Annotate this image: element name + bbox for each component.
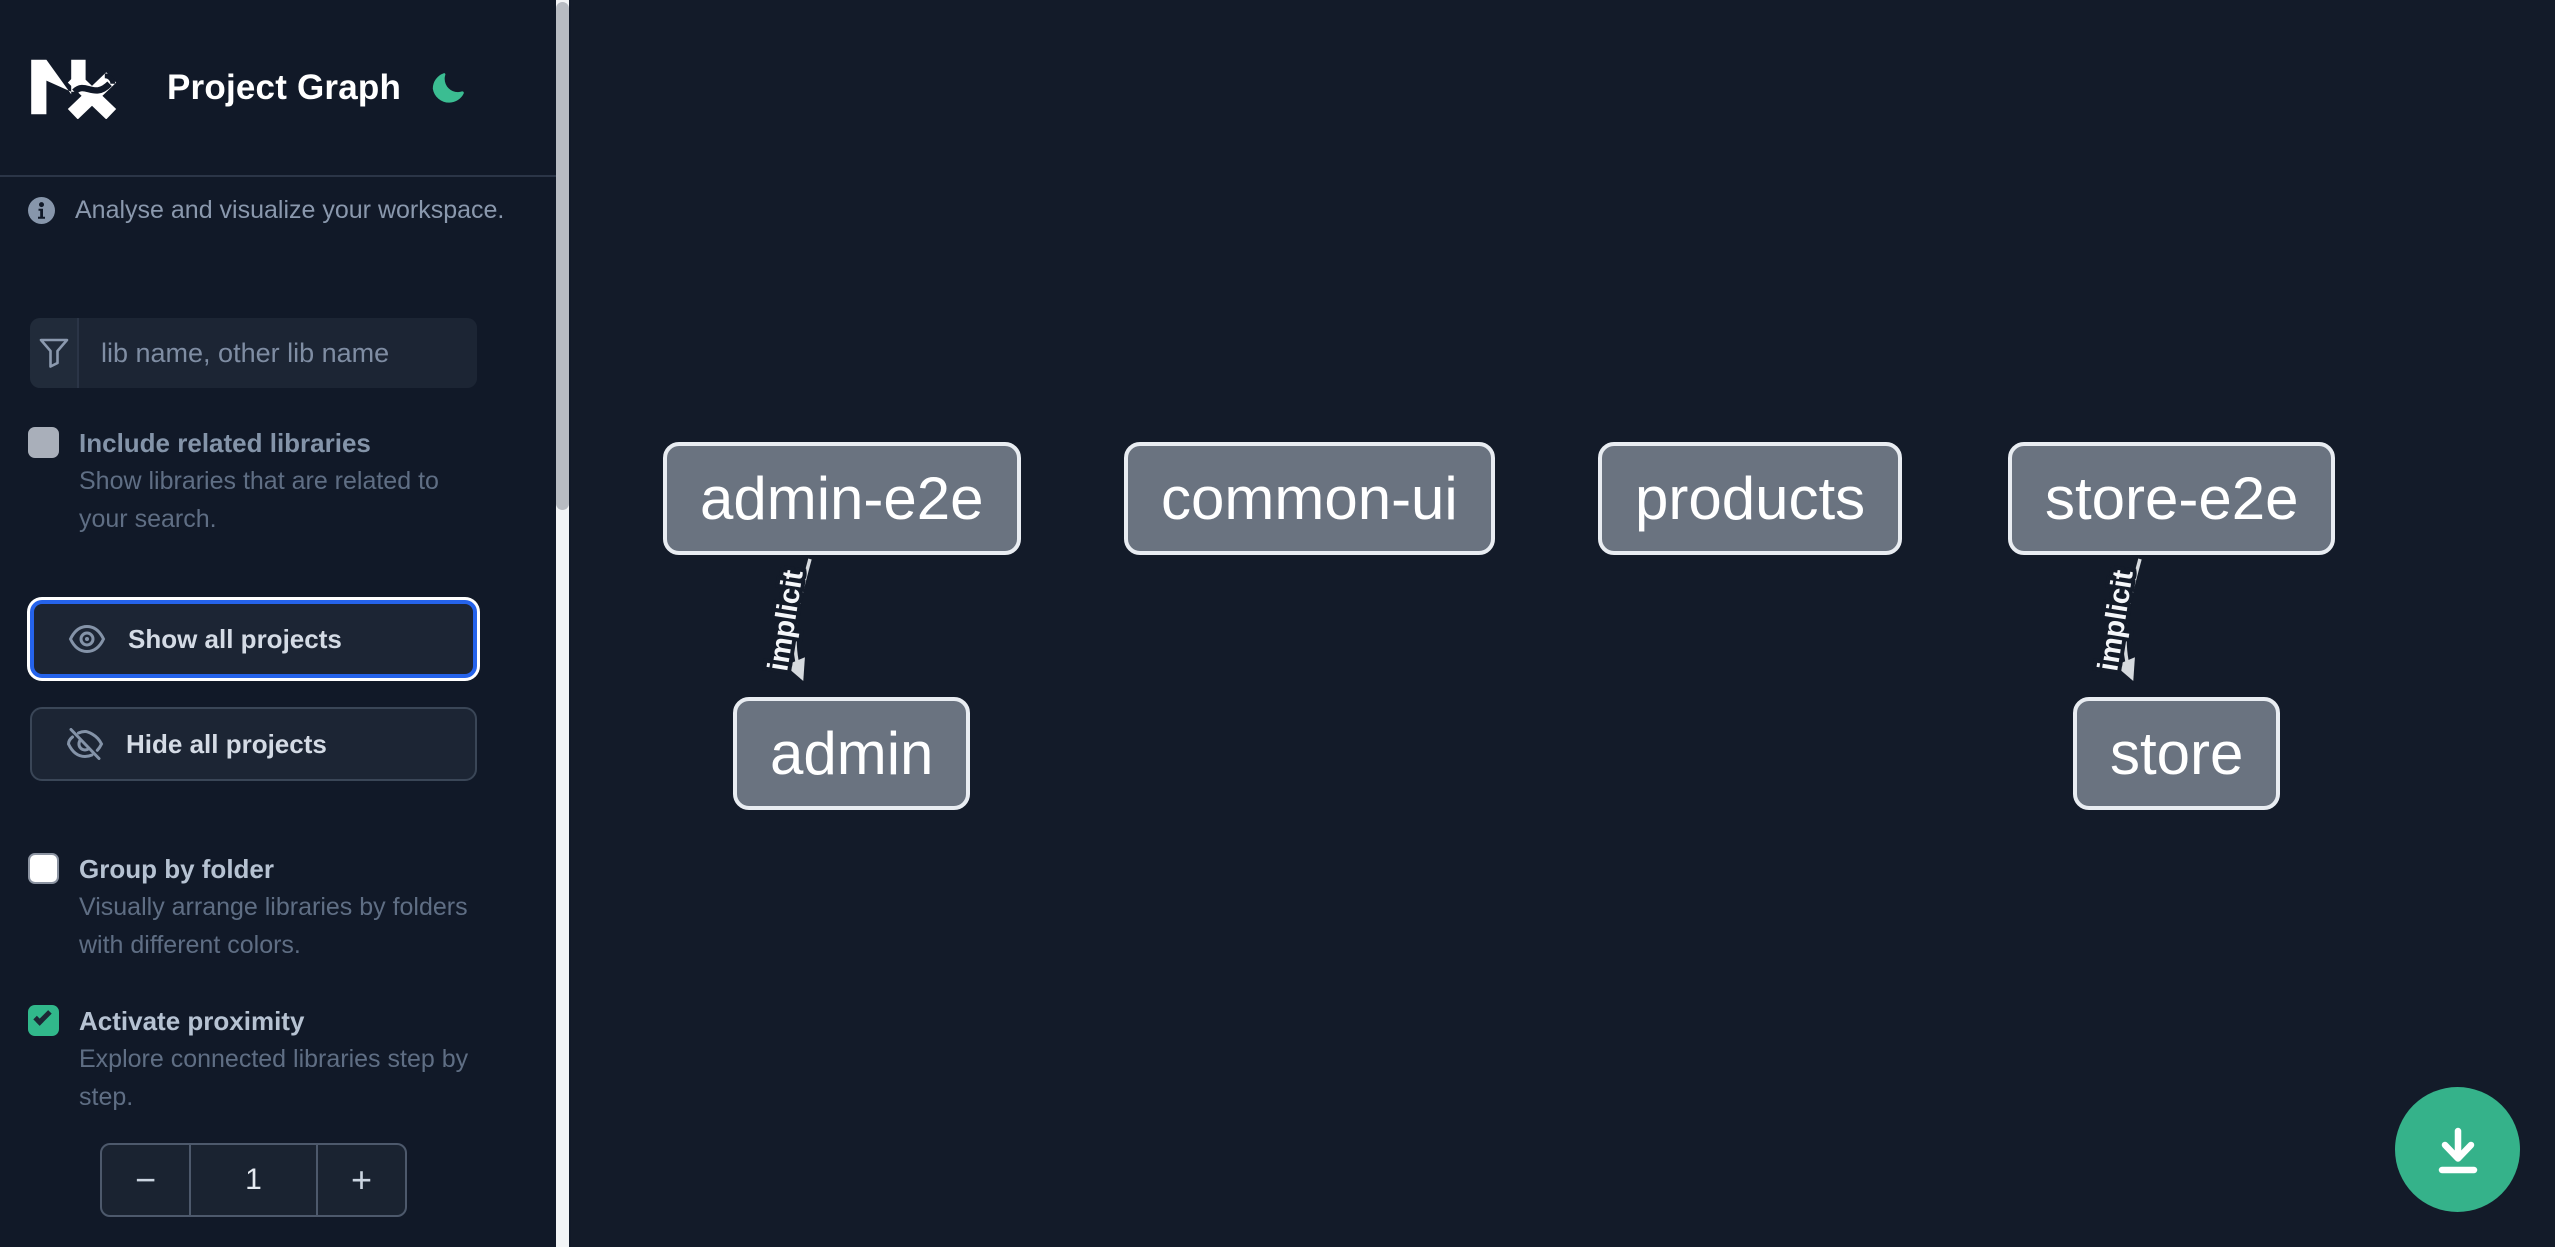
increment-button[interactable]: + (316, 1145, 405, 1215)
include-related-checkbox[interactable] (28, 427, 59, 458)
activate-proximity-option: Activate proximity Explore connected lib… (28, 1002, 481, 1116)
node-label: common-ui (1161, 465, 1458, 532)
activate-proximity-checkbox[interactable] (28, 1005, 59, 1036)
project-node-store-e2e[interactable]: store-e2e (2008, 442, 2336, 555)
eye-icon (68, 624, 106, 654)
group-by-folder-label: Group by folder (79, 854, 274, 884)
edge-store-e2e-store (2115, 558, 2142, 682)
activate-proximity-text: Activate proximity Explore connected lib… (79, 1002, 481, 1116)
sidebar-scrollbar-thumb[interactable] (556, 2, 569, 510)
project-node-common-ui[interactable]: common-ui (1124, 442, 1495, 555)
node-label: products (1635, 465, 1866, 532)
show-all-projects-label: Show all projects (128, 623, 342, 654)
include-related-option: Include related libraries Show libraries… (28, 424, 481, 538)
edge-label-implicit: implicit (2092, 568, 2140, 674)
sidebar-header: Project Graph (0, 0, 557, 177)
page-title: Project Graph (167, 68, 402, 107)
edge-label-implicit: implicit (762, 568, 810, 674)
edge-admin-e2e-admin (785, 558, 812, 682)
hide-all-projects-label: Hide all projects (126, 728, 327, 759)
filter-icon-cell (30, 318, 79, 388)
info-icon (28, 197, 55, 224)
node-label: admin (770, 720, 934, 787)
hide-all-projects-button[interactable]: Hide all projects (30, 707, 477, 781)
project-node-admin-e2e[interactable]: admin-e2e (663, 442, 1021, 555)
graph-canvas[interactable]: implicit implicit admin-e2e common-ui pr… (571, 0, 2555, 1247)
include-related-label: Include related libraries (79, 428, 371, 458)
sidebar: Project Graph Analyse and visualize your… (0, 0, 571, 1247)
group-by-folder-text: Group by folder Visually arrange librari… (79, 850, 481, 964)
eye-slash-icon (66, 728, 104, 760)
project-node-products[interactable]: products (1598, 442, 1903, 555)
download-icon (2438, 1127, 2477, 1173)
show-all-projects-button[interactable]: Show all projects (30, 600, 477, 678)
node-label: store-e2e (2045, 465, 2299, 532)
node-label: admin-e2e (700, 465, 984, 532)
theme-toggle-button[interactable] (428, 68, 468, 108)
project-node-store[interactable]: store (2073, 697, 2281, 810)
proximity-depth-value[interactable]: 1 (245, 1163, 262, 1196)
decrement-button[interactable]: − (102, 1145, 191, 1215)
activate-proximity-description: Explore connected libraries step by step… (79, 1045, 469, 1111)
workspace-intro: Analyse and visualize your workspace. (28, 196, 504, 225)
nx-logo-icon (31, 59, 117, 119)
funnel-icon (39, 338, 68, 368)
node-label: store (2110, 720, 2244, 787)
filter-box (30, 318, 477, 388)
checkmark-icon (33, 1007, 52, 1026)
include-related-text: Include related libraries Show libraries… (79, 424, 481, 538)
group-by-folder-option: Group by folder Visually arrange librari… (28, 850, 481, 964)
intro-text: Analyse and visualize your workspace. (75, 196, 505, 224)
proximity-depth-stepper: − 1 + (100, 1143, 407, 1217)
group-by-folder-description: Visually arrange libraries by folders wi… (79, 893, 468, 959)
moon-icon (432, 73, 464, 103)
include-related-description: Show libraries that are related to your … (79, 467, 439, 533)
activate-proximity-label: Activate proximity (79, 1006, 305, 1036)
filter-input[interactable] (79, 318, 477, 388)
graph-edges-layer: implicit implicit (758, 558, 2144, 682)
project-node-admin[interactable]: admin (733, 697, 971, 810)
group-by-folder-checkbox[interactable] (28, 853, 59, 884)
download-graph-button[interactable] (2395, 1087, 2520, 1212)
